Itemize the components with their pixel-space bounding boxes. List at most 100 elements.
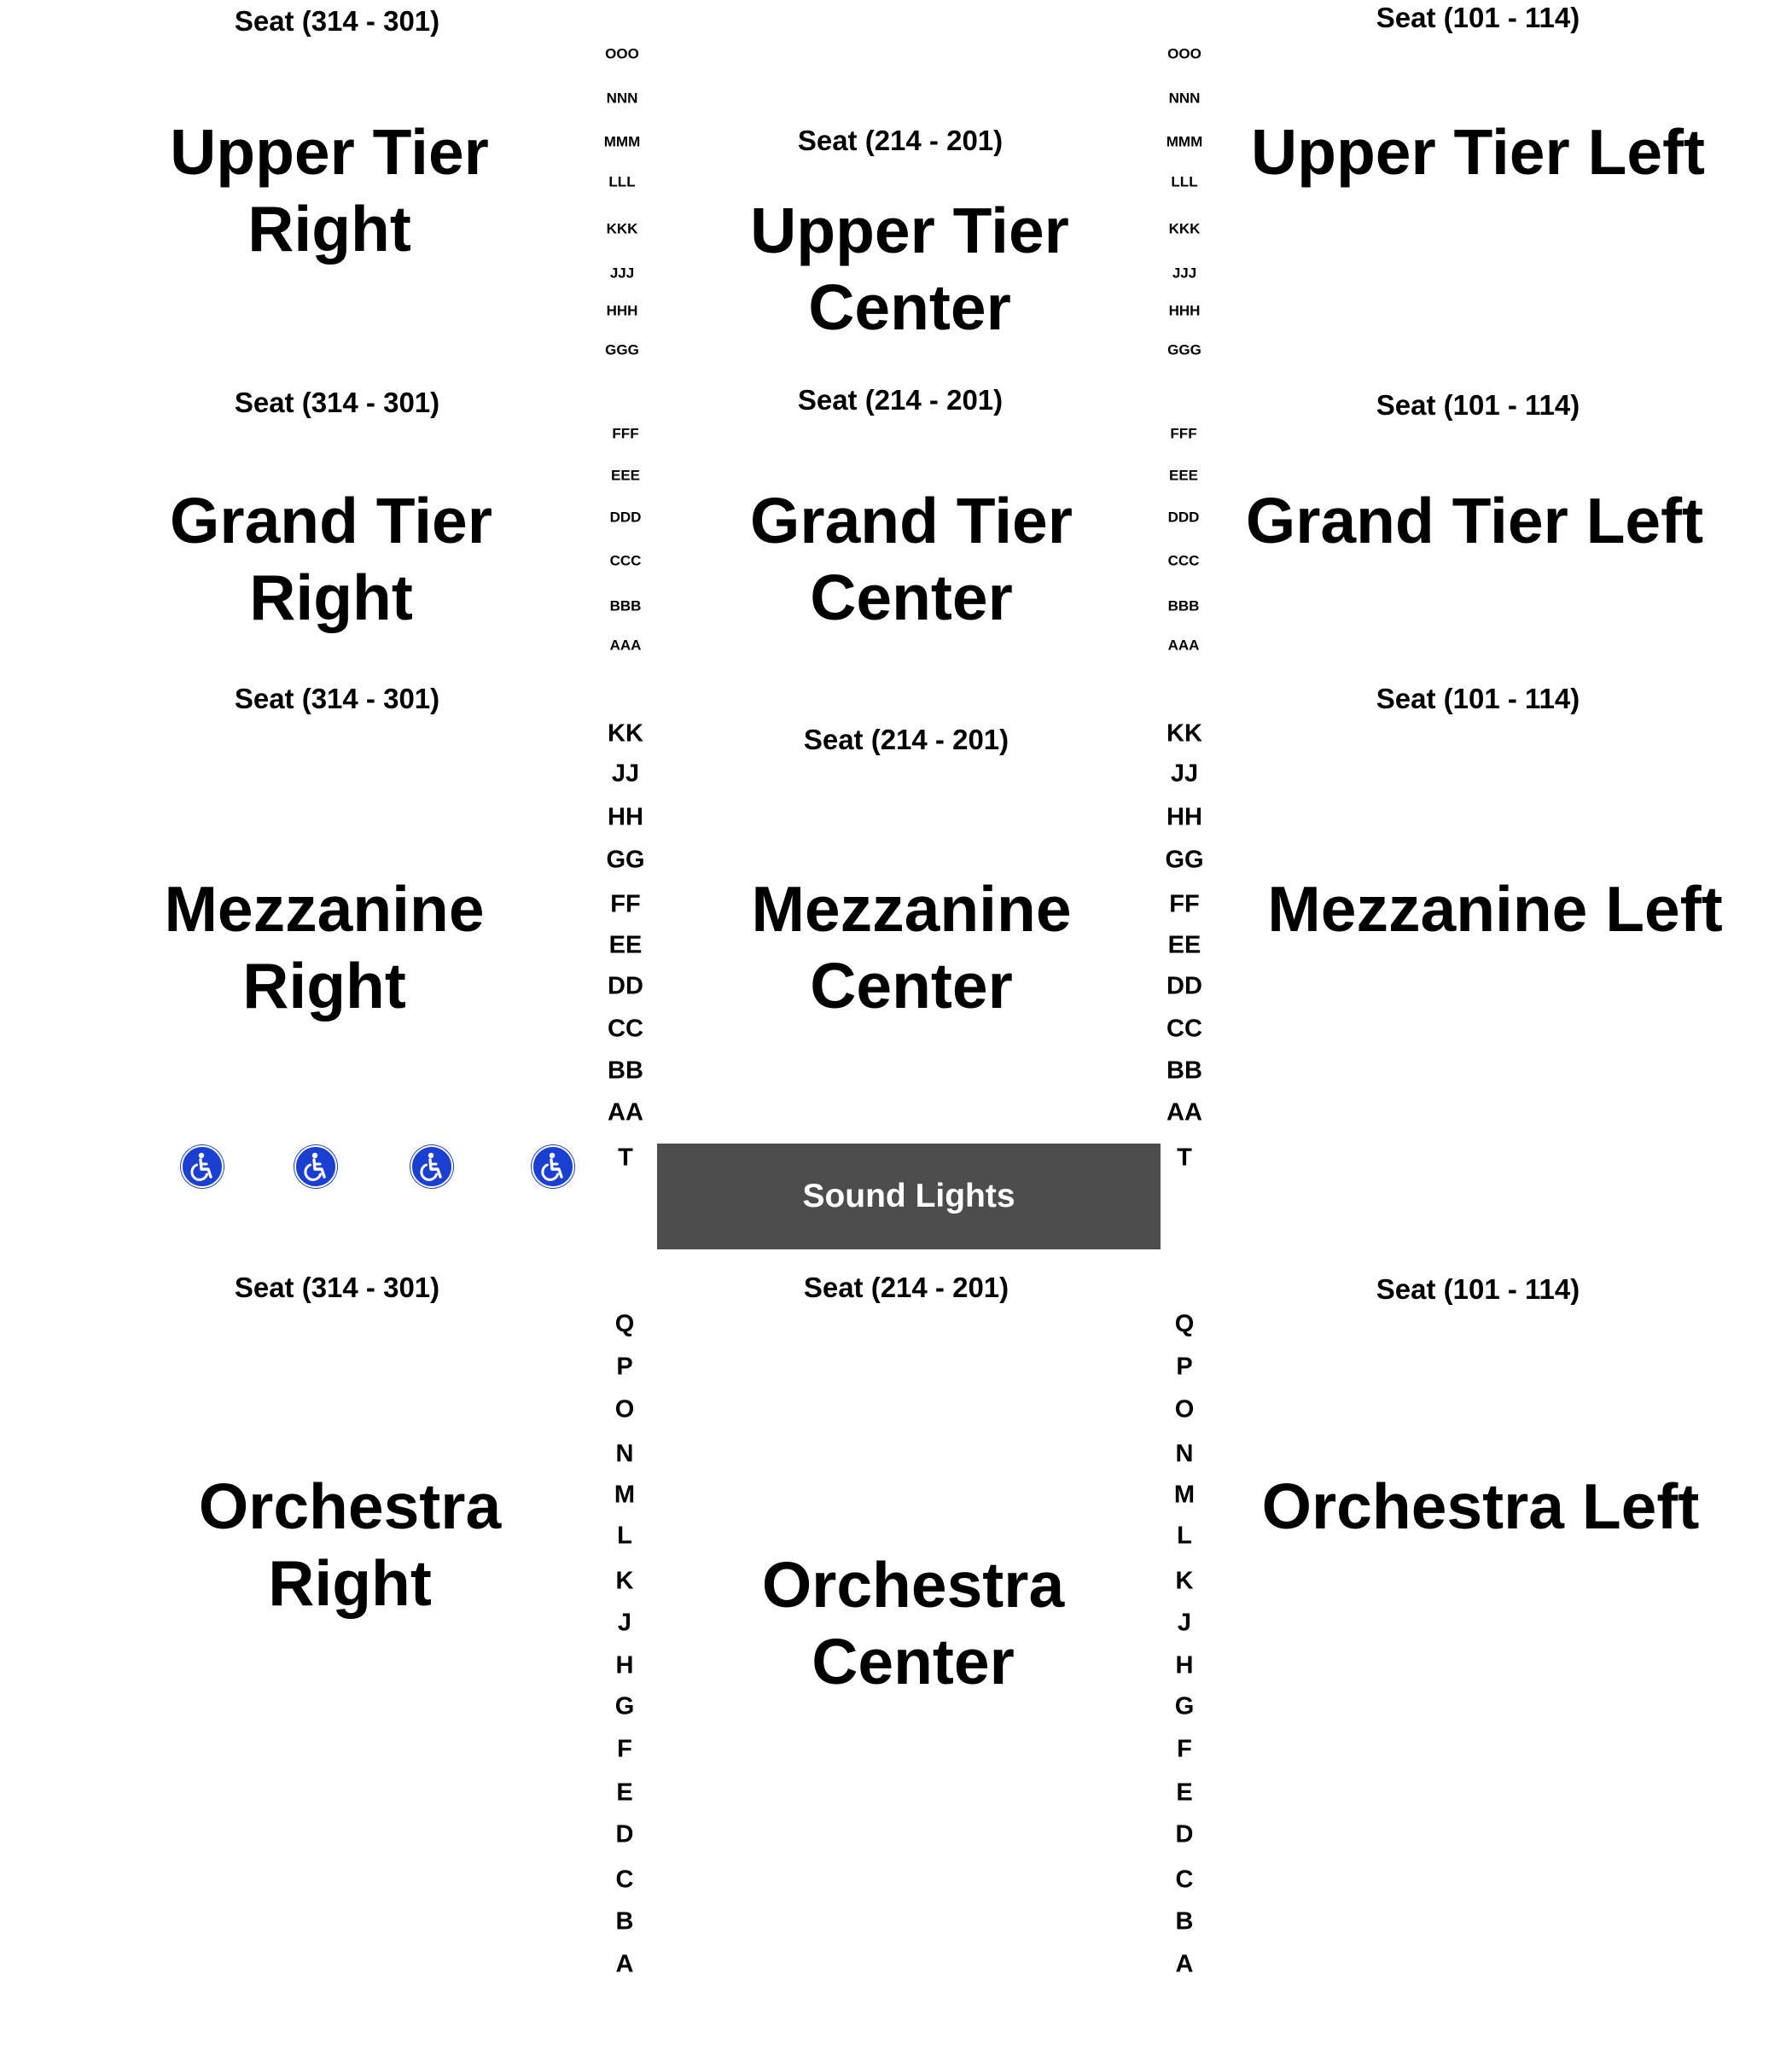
row-label-jjj: JJJ bbox=[609, 265, 635, 282]
row-label-aaa: AAA bbox=[609, 637, 642, 654]
wheelchair-accessible-icon bbox=[410, 1144, 454, 1189]
wheelchair-accessible-icon bbox=[294, 1144, 338, 1189]
row-label-ddd: DDD bbox=[1167, 509, 1200, 526]
section-orchestra-center: Orchestra Center bbox=[761, 1549, 1065, 1697]
row-label-p: P bbox=[1176, 1353, 1193, 1381]
row-label-o: O bbox=[614, 1395, 635, 1423]
seat-range-mezzanine-left: Seat (101 - 114) bbox=[1376, 683, 1580, 714]
row-label-k: K bbox=[615, 1567, 634, 1595]
row-label-a: A bbox=[1175, 1950, 1194, 1978]
row-label-ddd: DDD bbox=[609, 509, 642, 526]
row-label-eee: EEE bbox=[610, 467, 641, 484]
row-label-jj: JJ bbox=[1170, 760, 1199, 788]
row-label-g: G bbox=[614, 1692, 635, 1720]
section-mezzanine-left: Mezzanine Left bbox=[1267, 873, 1723, 945]
row-label-ccc: CCC bbox=[1167, 552, 1200, 569]
row-label-hh: HH bbox=[608, 803, 643, 831]
row-label-aaa: AAA bbox=[1167, 637, 1200, 654]
section-grand-tier-right: Grand Tier Right bbox=[170, 485, 492, 633]
wheelchair-accessible-icon bbox=[531, 1144, 575, 1189]
row-label-k: K bbox=[1175, 1567, 1194, 1595]
seat-range-grand-right: Seat (314 - 301) bbox=[234, 387, 440, 418]
row-label-nnn: NNN bbox=[1168, 90, 1201, 107]
row-label-hh: HH bbox=[1167, 803, 1202, 831]
section-upper-tier-center: Upper Tier Center bbox=[750, 195, 1069, 343]
seat-range-upper-left: Seat (101 - 114) bbox=[1376, 2, 1580, 33]
section-mezzanine-right: Mezzanine Right bbox=[164, 873, 485, 1022]
row-label-ooo: OOO bbox=[1167, 45, 1201, 62]
row-label-n: N bbox=[615, 1440, 634, 1468]
section-orchestra-left: Orchestra Left bbox=[1261, 1470, 1700, 1542]
seat-range-orchestra-center: Seat (214 - 201) bbox=[803, 1272, 1009, 1303]
row-label-dd: DD bbox=[1167, 972, 1202, 1000]
row-label-m: M bbox=[614, 1481, 636, 1509]
row-label-j: J bbox=[617, 1609, 632, 1637]
row-label-q: Q bbox=[1174, 1310, 1195, 1338]
row-label-h: H bbox=[1175, 1651, 1194, 1680]
row-label-fff: FFF bbox=[1170, 425, 1197, 442]
row-label-kk: KK bbox=[1167, 719, 1202, 748]
row-label-bbb: BBB bbox=[609, 597, 642, 614]
seat-range-upper-right: Seat (314 - 301) bbox=[234, 5, 440, 37]
row-label-l: L bbox=[617, 1522, 632, 1550]
row-label-bb: BB bbox=[608, 1057, 643, 1085]
row-label-e: E bbox=[616, 1778, 633, 1807]
seat-range-grand-center: Seat (214 - 201) bbox=[797, 384, 1004, 416]
row-label-n: N bbox=[1175, 1440, 1194, 1468]
row-label-aa: AA bbox=[1167, 1098, 1202, 1126]
seat-range-grand-left: Seat (101 - 114) bbox=[1376, 389, 1580, 421]
row-label-b: B bbox=[615, 1907, 634, 1936]
row-label-ggg: GGG bbox=[605, 341, 639, 358]
row-label-cc: CC bbox=[608, 1015, 643, 1043]
row-label-kkk: KKK bbox=[606, 220, 638, 237]
row-label-kkk: KKK bbox=[1168, 220, 1201, 237]
row-label-c: C bbox=[615, 1866, 634, 1894]
row-label-cc: CC bbox=[1167, 1015, 1202, 1043]
row-label-h: H bbox=[615, 1651, 634, 1680]
seat-range-mezzanine-right: Seat (314 - 301) bbox=[234, 683, 440, 714]
row-label-jjj: JJJ bbox=[1172, 265, 1197, 282]
row-label-j: J bbox=[1177, 1609, 1192, 1637]
row-label-bb: BB bbox=[1167, 1057, 1202, 1085]
section-upper-tier-left: Upper Tier Left bbox=[1250, 116, 1706, 188]
section-grand-tier-left: Grand Tier Left bbox=[1245, 485, 1704, 556]
row-label-l: L bbox=[1177, 1522, 1192, 1550]
row-label-gg: GG bbox=[1165, 846, 1204, 874]
seat-range-orchestra-right: Seat (314 - 301) bbox=[234, 1272, 440, 1303]
section-upper-tier-right: Upper Tier Right bbox=[170, 116, 489, 265]
row-label-jj: JJ bbox=[611, 760, 640, 788]
row-label-p: P bbox=[616, 1353, 633, 1381]
row-label-aa: AA bbox=[608, 1098, 643, 1126]
row-label-b: B bbox=[1175, 1907, 1194, 1936]
row-label-hhh: HHH bbox=[1168, 302, 1201, 319]
row-label-bbb: BBB bbox=[1167, 597, 1200, 614]
row-label-m: M bbox=[1173, 1481, 1196, 1509]
sound-lights-label: Sound Lights bbox=[802, 1178, 1015, 1214]
row-label-ee: EE bbox=[1167, 931, 1201, 959]
row-label-fff: FFF bbox=[612, 425, 639, 442]
seat-range-orchestra-left: Seat (101 - 114) bbox=[1376, 1273, 1580, 1305]
row-label-e: E bbox=[1176, 1778, 1193, 1807]
row-label-t: T bbox=[1177, 1144, 1192, 1172]
row-label-ff: FF bbox=[610, 890, 641, 918]
row-label-d: D bbox=[615, 1820, 634, 1848]
seat-range-upper-center: Seat (214 - 201) bbox=[797, 125, 1004, 156]
row-label-q: Q bbox=[614, 1310, 635, 1338]
row-label-lll: LLL bbox=[608, 173, 636, 190]
row-label-f: F bbox=[617, 1735, 632, 1763]
row-label-ggg: GGG bbox=[1167, 341, 1201, 358]
row-label-a: A bbox=[615, 1950, 634, 1978]
row-label-dd: DD bbox=[608, 972, 643, 1000]
row-label-d: D bbox=[1175, 1820, 1194, 1848]
row-label-hhh: HHH bbox=[606, 302, 638, 319]
row-label-ooo: OOO bbox=[605, 45, 639, 62]
row-label-gg: GG bbox=[606, 846, 645, 874]
row-label-f: F bbox=[1177, 1735, 1192, 1763]
row-label-mmm: MMM bbox=[603, 133, 641, 150]
row-label-mmm: MMM bbox=[1166, 133, 1203, 150]
row-label-o: O bbox=[1174, 1395, 1195, 1423]
row-label-ff: FF bbox=[1169, 890, 1200, 918]
row-label-t: T bbox=[618, 1144, 633, 1172]
row-label-nnn: NNN bbox=[606, 90, 638, 107]
